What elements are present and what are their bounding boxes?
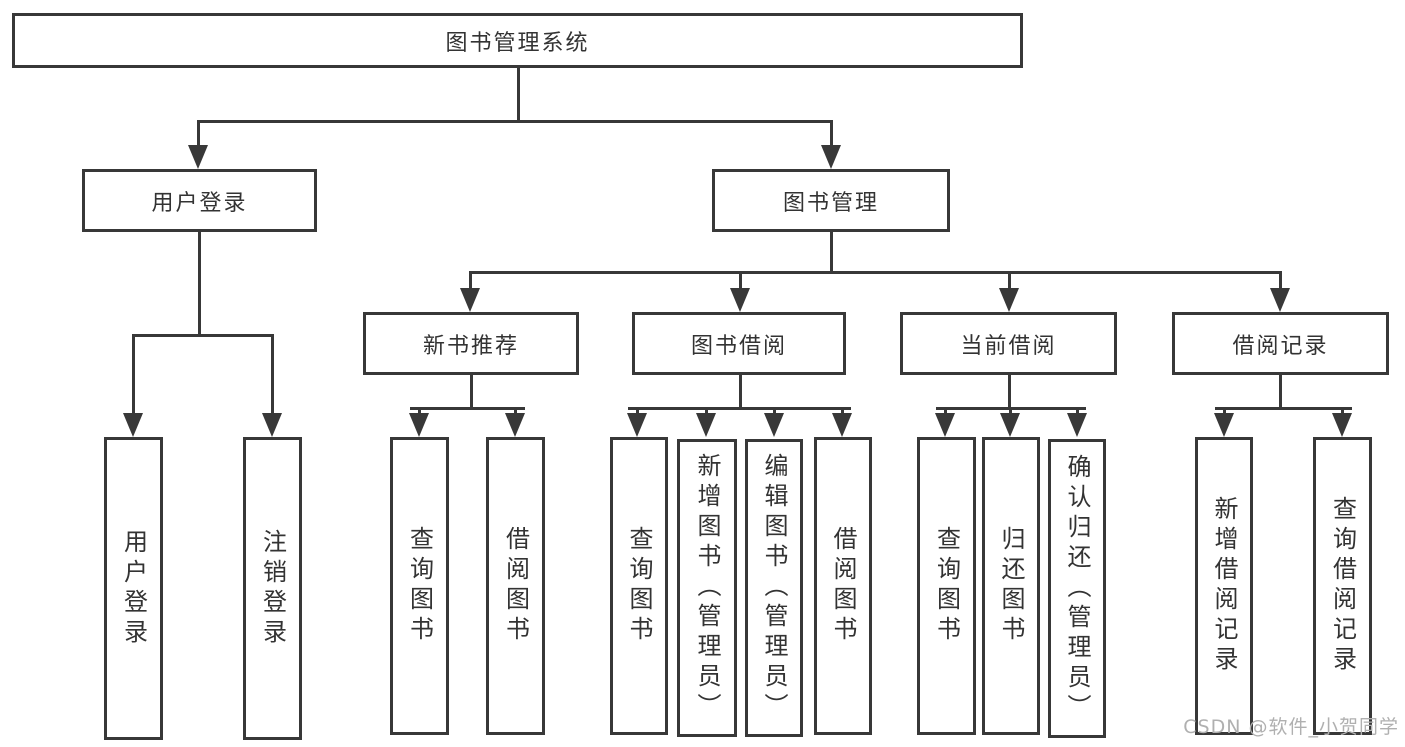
connector	[830, 120, 833, 146]
arrow-down-icon	[262, 413, 282, 437]
arrow-down-icon	[627, 413, 647, 437]
connector	[197, 120, 200, 146]
watermark: CSDN @软件_小贺同学	[1183, 716, 1399, 738]
connector	[418, 407, 421, 414]
connector	[470, 375, 473, 410]
connector	[197, 120, 833, 123]
arrow-down-icon	[935, 413, 955, 437]
arrow-down-icon	[409, 413, 429, 437]
leaf-label: 归还图书	[997, 526, 1025, 646]
arrow-down-icon	[1000, 413, 1020, 437]
leaf-edit-book-admin: 编辑图书（管理员）	[745, 439, 803, 737]
leaf-label: 新增图书（管理员）	[693, 453, 721, 723]
connector	[1279, 375, 1282, 410]
connector	[705, 407, 708, 414]
arrow-down-icon	[1332, 413, 1352, 437]
leaf-label: 查询图书	[405, 526, 434, 646]
connector	[739, 375, 742, 410]
node-user-login: 用户登录	[82, 169, 317, 232]
connector	[1008, 375, 1011, 410]
connector	[830, 232, 833, 274]
connector	[517, 68, 520, 123]
leaf-label: 查询借阅记录	[1328, 496, 1357, 676]
connector	[410, 407, 525, 410]
leaf-label: 注销登录	[258, 528, 287, 649]
arrow-down-icon	[1067, 413, 1087, 437]
arrow-down-icon	[460, 288, 480, 312]
leaf-query-borrow-record: 查询借阅记录	[1313, 437, 1372, 735]
leaf-return-books: 归还图书	[982, 437, 1040, 735]
arrow-down-icon	[730, 288, 750, 312]
node-root: 图书管理系统	[12, 13, 1023, 68]
leaf-label: 用户登录	[119, 528, 148, 649]
arrow-down-icon	[123, 413, 143, 437]
connector	[514, 407, 517, 414]
leaf-label: 借阅图书	[829, 526, 857, 646]
connector	[841, 407, 844, 414]
arrow-down-icon	[1270, 288, 1290, 312]
arrow-down-icon	[696, 413, 716, 437]
arrow-down-icon	[1214, 413, 1234, 437]
leaf-borrow-books-recommend: 借阅图书	[486, 437, 545, 735]
connector	[1341, 407, 1344, 414]
connector	[628, 407, 851, 410]
arrow-down-icon	[999, 288, 1019, 312]
leaf-user-login: 用户登录	[104, 437, 163, 740]
connector	[739, 271, 742, 290]
node-book-management: 图书管理	[712, 169, 950, 232]
connector	[469, 271, 1282, 274]
leaf-confirm-return-admin: 确认归还（管理员）	[1048, 439, 1106, 738]
leaf-label: 查询图书	[932, 526, 961, 646]
arrow-down-icon	[832, 413, 852, 437]
node-new-book-recommend: 新书推荐	[363, 312, 579, 375]
arrow-down-icon	[764, 413, 784, 437]
arrow-down-icon	[821, 145, 841, 169]
connector	[271, 334, 274, 414]
leaf-query-books-current: 查询图书	[917, 437, 976, 735]
connector	[198, 232, 201, 337]
node-current-borrow: 当前借阅	[900, 312, 1117, 375]
leaf-label: 新增借阅记录	[1210, 496, 1238, 676]
connector	[1223, 407, 1226, 414]
connector	[1279, 271, 1282, 290]
connector	[132, 334, 135, 414]
connector	[1076, 407, 1079, 414]
arrow-down-icon	[505, 413, 525, 437]
leaf-logout: 注销登录	[243, 437, 302, 740]
leaf-label: 确认归还（管理员）	[1063, 453, 1091, 724]
leaf-label: 借阅图书	[501, 526, 530, 646]
arrow-down-icon	[188, 145, 208, 169]
connector	[773, 407, 776, 414]
connector	[1009, 407, 1012, 414]
leaf-add-book-admin: 新增图书（管理员）	[677, 439, 737, 737]
connector	[1008, 271, 1011, 290]
connector	[1215, 407, 1352, 410]
connector	[469, 271, 472, 290]
leaf-query-books-recommend: 查询图书	[390, 437, 449, 735]
node-book-borrow: 图书借阅	[632, 312, 846, 375]
leaf-label: 查询图书	[625, 526, 653, 646]
leaf-query-books-borrow: 查询图书	[610, 437, 668, 735]
connector	[944, 407, 947, 414]
connector	[132, 334, 274, 337]
connector	[636, 407, 639, 414]
leaf-add-borrow-record: 新增借阅记录	[1195, 437, 1253, 735]
leaf-label: 编辑图书（管理员）	[760, 453, 788, 723]
leaf-borrow-books: 借阅图书	[814, 437, 872, 735]
node-borrow-records: 借阅记录	[1172, 312, 1389, 375]
